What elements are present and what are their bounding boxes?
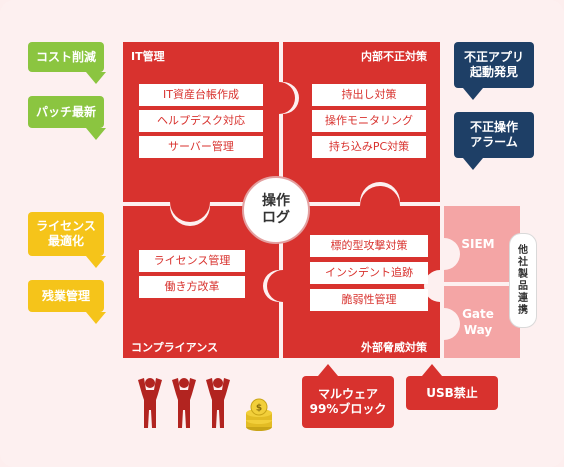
internal-item-byod: 持ち込みPC対策 [312, 136, 426, 158]
it-item-helpdesk: ヘルプデスク対応 [139, 110, 263, 132]
siem-shape [444, 206, 520, 282]
bubble-tail [86, 128, 106, 140]
external-item-targeted-attack: 標的型攻撃対策 [310, 235, 428, 257]
bubble-license-optimization: ライセンス 最適化 [28, 212, 104, 256]
gateway-shape [444, 286, 520, 358]
vert-char: 品 [518, 280, 528, 292]
bubble-unauthorized-operation: 不正操作 アラーム [454, 112, 534, 158]
compliance-item-workstyle: 働き方改革 [139, 276, 245, 298]
internal-item-takeout: 持出し対策 [312, 84, 426, 106]
bubble-unauthorized-app: 不正アプリ 起動発見 [454, 42, 534, 88]
it-item-server-mgmt: サーバー管理 [139, 136, 263, 158]
internal-item-monitoring: 操作モニタリング [312, 110, 426, 132]
bubble-tail [86, 312, 106, 324]
vert-char: 携 [518, 304, 528, 316]
bubble-tail [463, 158, 483, 170]
person-arms-up-icon [138, 378, 162, 428]
bubble-patch-latest: パッチ最新 [28, 96, 104, 128]
it-item-asset-ledger: IT資産台帳作成 [139, 84, 263, 106]
compliance-item-license: ライセンス管理 [139, 250, 245, 272]
vert-char: 社 [518, 256, 528, 268]
bubble-malware-block: マルウェア 99%ブロック [302, 376, 394, 428]
external-item-incident: インシデント追跡 [310, 262, 428, 284]
person-arms-up-icon [206, 378, 230, 428]
bubble-overtime-mgmt: 残業管理 [28, 280, 104, 312]
vert-char: 他 [518, 244, 528, 256]
coin-stack-icon: $ [246, 398, 272, 431]
quad-title-external-threat: 外部脅威対策 [361, 341, 427, 354]
siem-label: SIEM [461, 237, 495, 251]
other-products-integration-label: 他 社 製 品 連 携 [509, 233, 537, 328]
bubble-tail [422, 364, 442, 376]
bubble-tail [463, 88, 483, 100]
svg-text:$: $ [256, 404, 262, 414]
quad-title-it-management: IT管理 [131, 50, 165, 63]
bubble-tail [86, 256, 106, 268]
external-item-vulnerability: 脆弱性管理 [310, 289, 428, 311]
people-icons [138, 378, 230, 428]
center-line1: 操作 [262, 193, 290, 209]
vert-char: 製 [518, 268, 528, 280]
center-line2: ログ [262, 210, 290, 226]
person-arms-up-icon [172, 378, 196, 428]
center-operation-log: 操作 ログ [242, 176, 310, 244]
quad-title-internal-fraud: 内部不正対策 [361, 50, 427, 63]
vert-char: 連 [518, 292, 528, 304]
bubble-usb-ban: USB禁止 [406, 376, 498, 410]
quad-title-compliance: コンプライアンス [131, 341, 219, 354]
bubble-cost-reduction: コスト削減 [28, 42, 104, 72]
bubble-tail [86, 72, 106, 84]
gateway-label: Gate Way [462, 307, 494, 337]
bubble-tail [318, 364, 338, 376]
